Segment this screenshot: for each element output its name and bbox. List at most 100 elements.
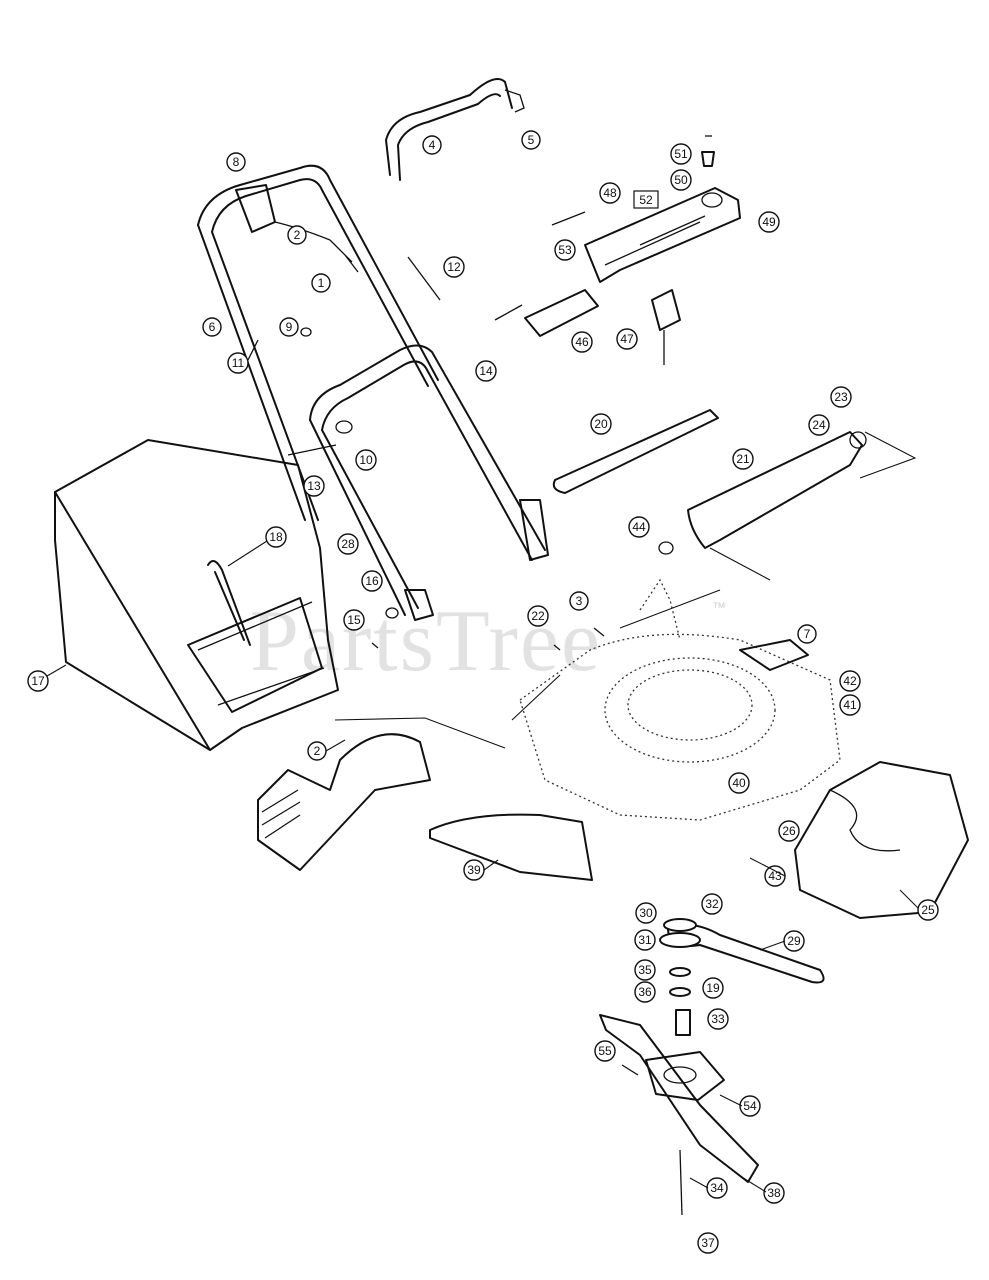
svg-text:40: 40: [732, 776, 746, 790]
svg-text:49: 49: [762, 215, 776, 229]
svg-text:9: 9: [286, 320, 293, 334]
svg-text:31: 31: [638, 933, 652, 947]
callout-24: 24: [808, 414, 830, 436]
callout-35: 35: [634, 959, 656, 981]
watermark-tm: ™: [712, 599, 726, 615]
svg-text:2: 2: [314, 744, 321, 758]
callout-6: 6: [202, 317, 222, 337]
svg-text:53: 53: [558, 243, 572, 257]
callout-52-box: 52: [633, 190, 659, 209]
svg-text:2: 2: [294, 228, 301, 242]
engine-pulley: [659, 918, 701, 1036]
callout-20: 20: [590, 413, 612, 435]
svg-text:12: 12: [447, 260, 461, 274]
callout-43: 43: [764, 865, 786, 887]
callout-37: 37: [697, 1232, 719, 1254]
svg-text:7: 7: [804, 627, 811, 641]
callout-2: 2: [287, 225, 307, 245]
callout-49: 49: [758, 211, 780, 233]
svg-text:50: 50: [674, 173, 688, 187]
callout-2: 2: [307, 741, 327, 761]
callout-46: 46: [571, 331, 593, 353]
svg-text:15: 15: [347, 613, 361, 627]
svg-text:25: 25: [921, 903, 935, 917]
handle-upper: [197, 164, 439, 521]
callout-7: 7: [797, 624, 817, 644]
bag-frame: [187, 560, 325, 713]
key: [701, 135, 715, 167]
svg-text:1: 1: [318, 276, 325, 290]
svg-text:46: 46: [575, 335, 589, 349]
callout-40: 40: [728, 772, 750, 794]
callout-15: 15: [343, 609, 365, 631]
svg-text:32: 32: [705, 897, 719, 911]
callout-41: 41: [839, 694, 861, 716]
svg-text:44: 44: [632, 520, 646, 534]
svg-text:42: 42: [843, 674, 857, 688]
callout-18: 18: [265, 526, 287, 548]
callout-8: 8: [226, 152, 246, 172]
hardware: [247, 239, 605, 651]
callout-55: 55: [594, 1040, 616, 1062]
svg-text:30: 30: [639, 906, 653, 920]
svg-text:5: 5: [528, 133, 535, 147]
battery-box: [551, 187, 741, 283]
callout-51: 51: [670, 143, 692, 165]
svg-text:35: 35: [638, 963, 652, 977]
callout-9: 9: [279, 317, 299, 337]
svg-text:37: 37: [701, 1236, 715, 1250]
rear-deflector: [257, 717, 506, 871]
callout-12: 12: [443, 256, 465, 278]
svg-text:4: 4: [429, 138, 436, 152]
svg-text:18: 18: [269, 530, 283, 544]
svg-text:23: 23: [834, 390, 848, 404]
callout-50: 50: [670, 169, 692, 191]
svg-text:10: 10: [359, 453, 373, 467]
svg-text:8: 8: [233, 155, 240, 169]
callout-13: 13: [303, 475, 325, 497]
svg-text:26: 26: [782, 824, 796, 838]
callout-1: 1: [311, 273, 331, 293]
callout-54: 54: [739, 1095, 761, 1117]
callout-26: 26: [778, 820, 800, 842]
svg-text:39: 39: [467, 863, 481, 877]
svg-text:24: 24: [812, 418, 826, 432]
callout-28: 28: [337, 533, 359, 555]
svg-text:3: 3: [576, 594, 583, 608]
svg-text:13: 13: [307, 479, 321, 493]
callout-32: 32: [701, 893, 723, 915]
svg-text:47: 47: [620, 332, 634, 346]
svg-text:6: 6: [209, 320, 216, 334]
callout-19: 19: [702, 977, 724, 999]
callout-42: 42: [839, 670, 861, 692]
callout-47: 47: [616, 328, 638, 350]
svg-text:52: 52: [639, 193, 653, 207]
callout-17: 17: [27, 670, 49, 692]
callout-10: 10: [355, 449, 377, 471]
svg-text:33: 33: [711, 1012, 725, 1026]
svg-text:48: 48: [603, 186, 617, 200]
callout-23: 23: [830, 386, 852, 408]
callout-30: 30: [635, 902, 657, 924]
callout-38: 38: [763, 1182, 785, 1204]
callout-36: 36: [634, 981, 656, 1003]
drive-lever: [385, 78, 525, 181]
battery-charger: [651, 289, 681, 365]
mower-deck: [511, 578, 841, 821]
svg-text:34: 34: [710, 1181, 724, 1195]
callout-53: 53: [554, 239, 576, 261]
rear-axle-bracket: [658, 431, 917, 581]
svg-text:20: 20: [594, 417, 608, 431]
svg-text:51: 51: [674, 147, 688, 161]
svg-text:28: 28: [341, 537, 355, 551]
svg-text:41: 41: [843, 698, 857, 712]
callout-39: 39: [463, 859, 485, 881]
callout-4: 4: [422, 135, 442, 155]
callout-48: 48: [599, 182, 621, 204]
handle-lower: [309, 344, 549, 621]
callout-22: 22: [527, 605, 549, 627]
grass-bag: [54, 439, 339, 751]
svg-text:11: 11: [232, 356, 245, 370]
callout-14: 14: [475, 360, 497, 382]
